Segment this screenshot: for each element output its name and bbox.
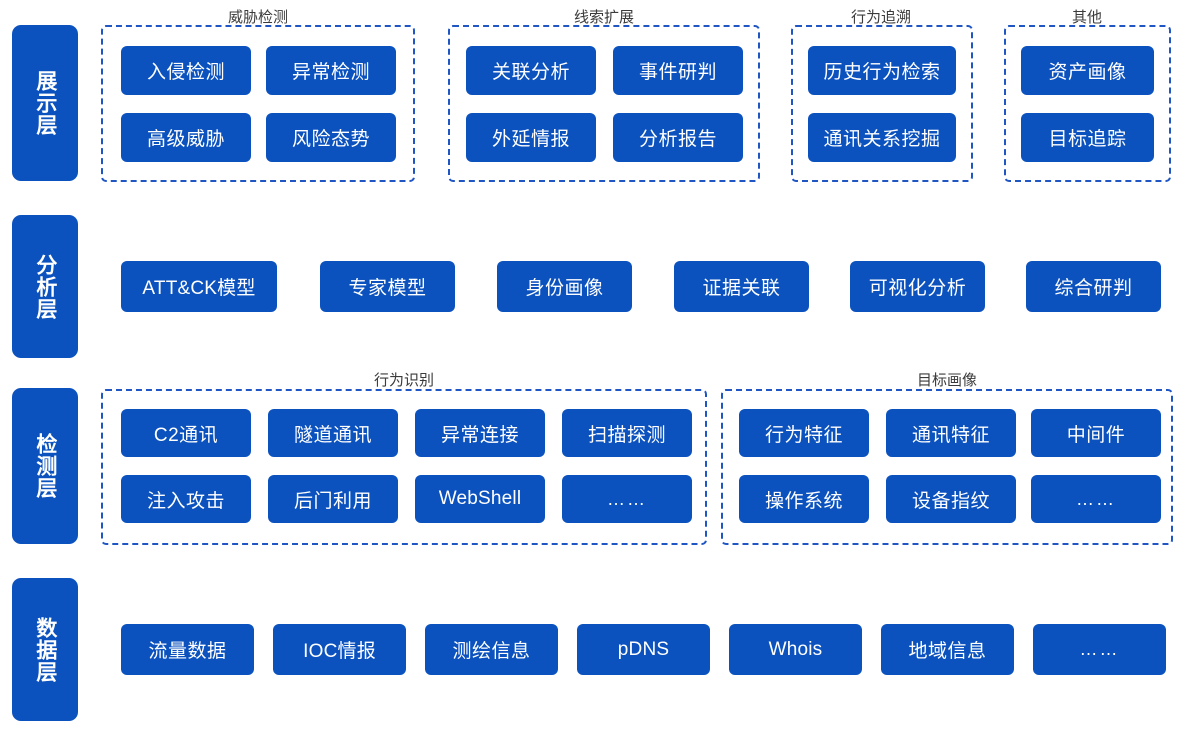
group-title-target-profile: 目标画像 — [916, 372, 978, 389]
chip-geo-info[interactable]: 地域信息 — [881, 624, 1014, 675]
chip-behavior-feature[interactable]: 行为特征 — [739, 409, 869, 457]
chip-operating-system[interactable]: 操作系统 — [739, 475, 869, 523]
chip-whois[interactable]: Whois — [729, 624, 862, 675]
chip-expert-model[interactable]: 专家模型 — [320, 261, 455, 312]
chip-correlation-analysis[interactable]: 关联分析 — [466, 46, 596, 95]
chip-target-more[interactable]: …… — [1031, 475, 1161, 523]
layer-label-detection: 检测层 — [33, 433, 57, 499]
chip-middleware[interactable]: 中间件 — [1031, 409, 1161, 457]
chip-behavior-more[interactable]: …… — [562, 475, 692, 523]
layer-pill-data[interactable]: 数据层 — [12, 578, 78, 721]
chip-backdoor-exploit[interactable]: 后门利用 — [268, 475, 398, 523]
chip-evidence-correlation[interactable]: 证据关联 — [674, 261, 809, 312]
chip-data-more[interactable]: …… — [1033, 624, 1166, 675]
layer-pill-analysis[interactable]: 分析层 — [12, 215, 78, 358]
chip-communication-feature[interactable]: 通讯特征 — [886, 409, 1016, 457]
chip-traffic-data[interactable]: 流量数据 — [121, 624, 254, 675]
chip-mapping-info[interactable]: 测绘信息 — [425, 624, 558, 675]
chip-advanced-threat[interactable]: 高级威胁 — [121, 113, 251, 162]
chip-risk-posture[interactable]: 风险态势 — [266, 113, 396, 162]
group-title-behavior-tracing: 行为追溯 — [850, 9, 912, 26]
chip-identity-profile[interactable]: 身份画像 — [497, 261, 632, 312]
chip-comprehensive-assessment[interactable]: 综合研判 — [1026, 261, 1161, 312]
chip-abnormal-connection[interactable]: 异常连接 — [415, 409, 545, 457]
chip-target-tracking[interactable]: 目标追踪 — [1021, 113, 1154, 162]
chip-event-assessment[interactable]: 事件研判 — [613, 46, 743, 95]
group-box-behavior-recognition — [101, 389, 707, 545]
chip-tunnel-communication[interactable]: 隧道通讯 — [268, 409, 398, 457]
chip-communication-relation-mining[interactable]: 通讯关系挖掘 — [808, 113, 956, 162]
chip-scan-probe[interactable]: 扫描探测 — [562, 409, 692, 457]
chip-anomaly-detection[interactable]: 异常检测 — [266, 46, 396, 95]
chip-visual-analysis[interactable]: 可视化分析 — [850, 261, 985, 312]
group-title-other: 其他 — [1071, 9, 1103, 26]
chip-webshell[interactable]: WebShell — [415, 475, 545, 523]
group-box-other — [1004, 25, 1171, 182]
layer-label-analysis: 分析层 — [33, 253, 57, 320]
chip-extended-intelligence[interactable]: 外延情报 — [466, 113, 596, 162]
group-box-clue-expansion — [448, 25, 760, 182]
chip-injection-attack[interactable]: 注入攻击 — [121, 475, 251, 523]
layer-pill-presentation[interactable]: 展示层 — [12, 25, 78, 181]
group-title-threat-detection: 威胁检测 — [227, 9, 289, 26]
chip-ioc-intelligence[interactable]: IOC情报 — [273, 624, 406, 675]
chip-intrusion-detection[interactable]: 入侵检测 — [121, 46, 251, 95]
chip-attack-model[interactable]: ATT&CK模型 — [121, 261, 277, 312]
group-box-threat-detection — [101, 25, 415, 182]
layer-label-data: 数据层 — [33, 616, 57, 683]
group-box-behavior-tracing — [791, 25, 973, 182]
group-title-behavior-recognition: 行为识别 — [373, 372, 435, 389]
layer-pill-detection[interactable]: 检测层 — [12, 388, 78, 544]
group-box-target-profile — [721, 389, 1173, 545]
chip-device-fingerprint[interactable]: 设备指纹 — [886, 475, 1016, 523]
chip-analysis-report[interactable]: 分析报告 — [613, 113, 743, 162]
group-title-clue-expansion: 线索扩展 — [573, 9, 635, 26]
chip-c2-communication[interactable]: C2通讯 — [121, 409, 251, 457]
chip-asset-profile[interactable]: 资产画像 — [1021, 46, 1154, 95]
chip-historical-behavior-search[interactable]: 历史行为检索 — [808, 46, 956, 95]
chip-pdns[interactable]: pDNS — [577, 624, 710, 675]
layer-label-presentation: 展示层 — [33, 70, 57, 136]
